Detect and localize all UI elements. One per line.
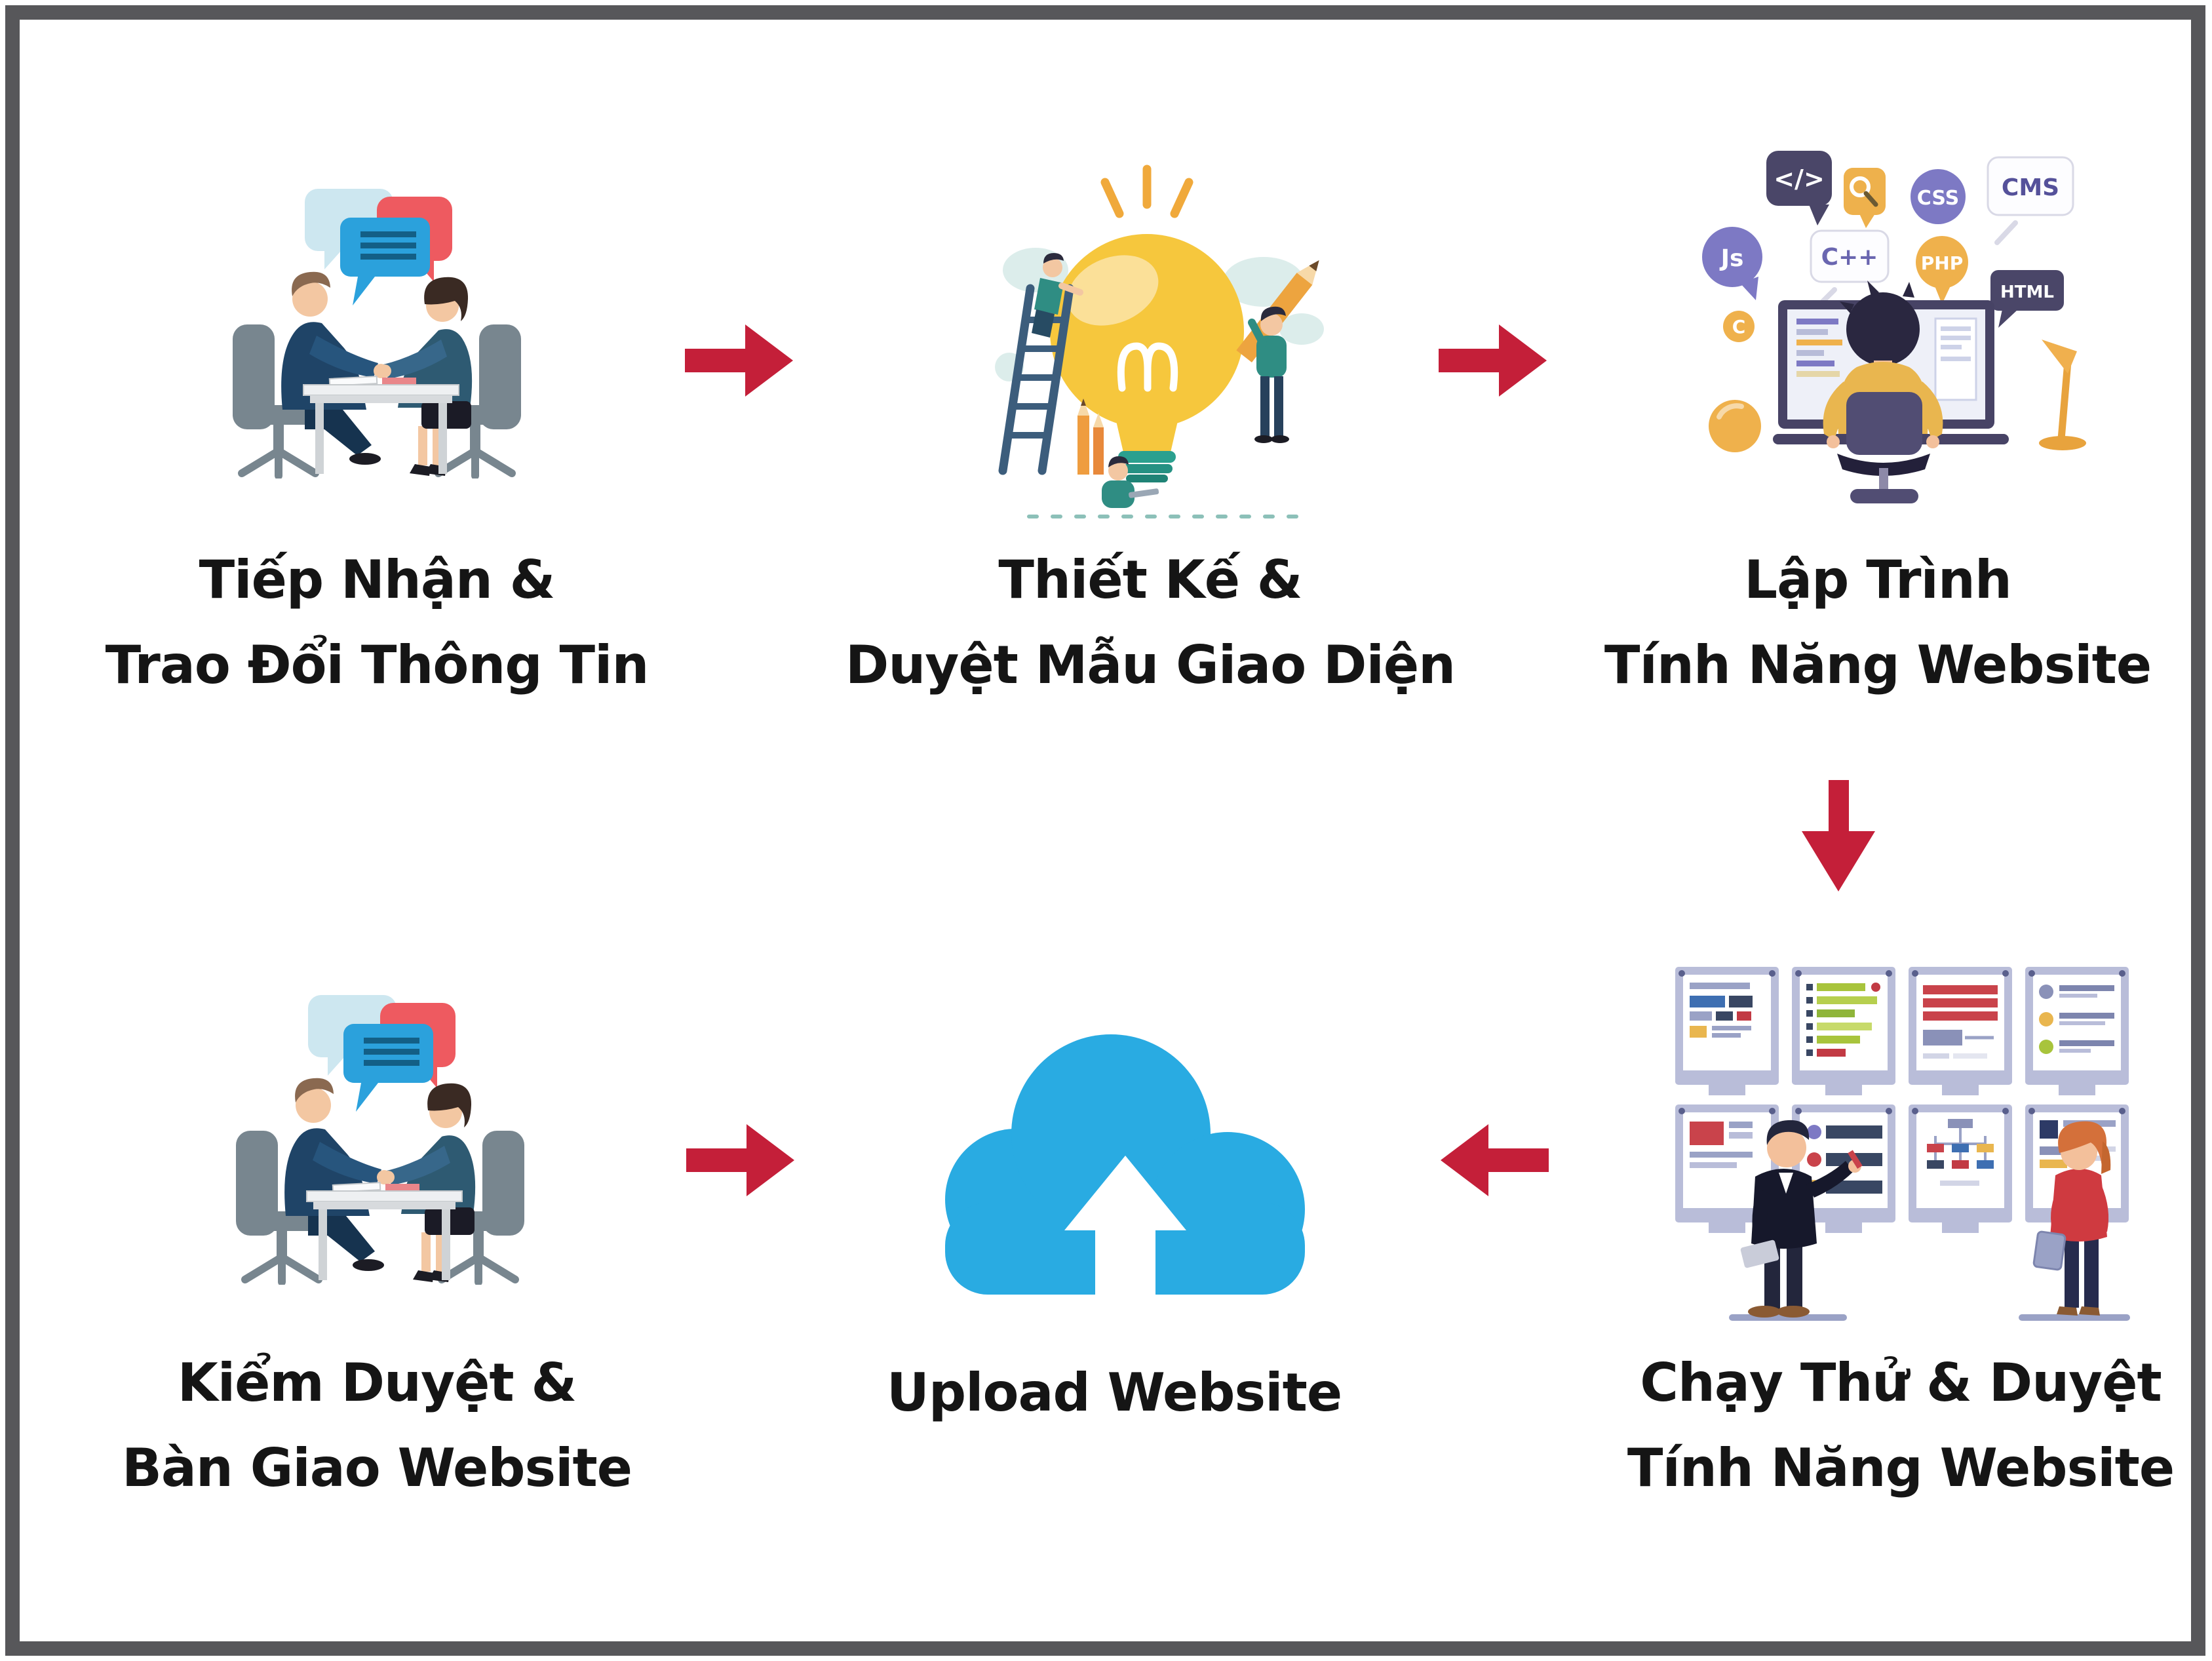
flow-arrow-right-design-to-code	[1439, 311, 1547, 410]
flow-arrow-right-receive-to-design	[685, 311, 793, 410]
step-label-receive: Tiếp Nhận & Trao Đổi Thông Tin	[49, 537, 705, 707]
flow-arrow-right-handover-to-upload	[686, 1111, 794, 1209]
step-label-test: Chạy Thử & Duyệt Tính Năng Website	[1573, 1340, 2212, 1510]
step-label-line: Chạy Thử & Duyệt	[1640, 1352, 2162, 1413]
step-label-line: Lập Trình	[1744, 549, 2012, 610]
step-label-line: Tính Năng Website	[1604, 634, 2152, 695]
step-label-handover: Kiểm Duyệt & Bàn Giao Website	[49, 1340, 705, 1510]
cloud-upload-illustration	[882, 1013, 1327, 1340]
step-label-design: Thiết Kế & Duyệt Mẫu Giao Diện	[823, 537, 1478, 707]
step-label-upload: Upload Website	[786, 1350, 1442, 1436]
flow-arrow-left-test-to-upload	[1441, 1111, 1549, 1209]
step-label-line: Trao Đổi Thông Tin	[105, 634, 650, 695]
step-label-line: Kiểm Duyệt &	[177, 1352, 577, 1413]
developer-illustration	[1675, 131, 2094, 511]
step-label-line: Tiếp Nhận &	[199, 549, 556, 610]
step-label-line: Duyệt Mẫu Giao Diện	[845, 634, 1456, 695]
lightbulb-design-illustration	[931, 157, 1363, 531]
step-label-line: Thiết Kế &	[998, 549, 1302, 610]
meeting-illustration-receive	[226, 170, 528, 479]
step-label-line: Bàn Giao Website	[121, 1437, 632, 1498]
testing-boards-illustration	[1652, 947, 2189, 1340]
step-label-line: Upload Website	[886, 1362, 1342, 1423]
step-label-code: Lập Trình Tính Năng Website	[1550, 537, 2205, 707]
meeting-illustration-handover	[229, 977, 531, 1285]
flow-arrow-down-code-to-test	[1791, 780, 1886, 891]
step-label-line: Tính Năng Website	[1627, 1437, 2175, 1498]
